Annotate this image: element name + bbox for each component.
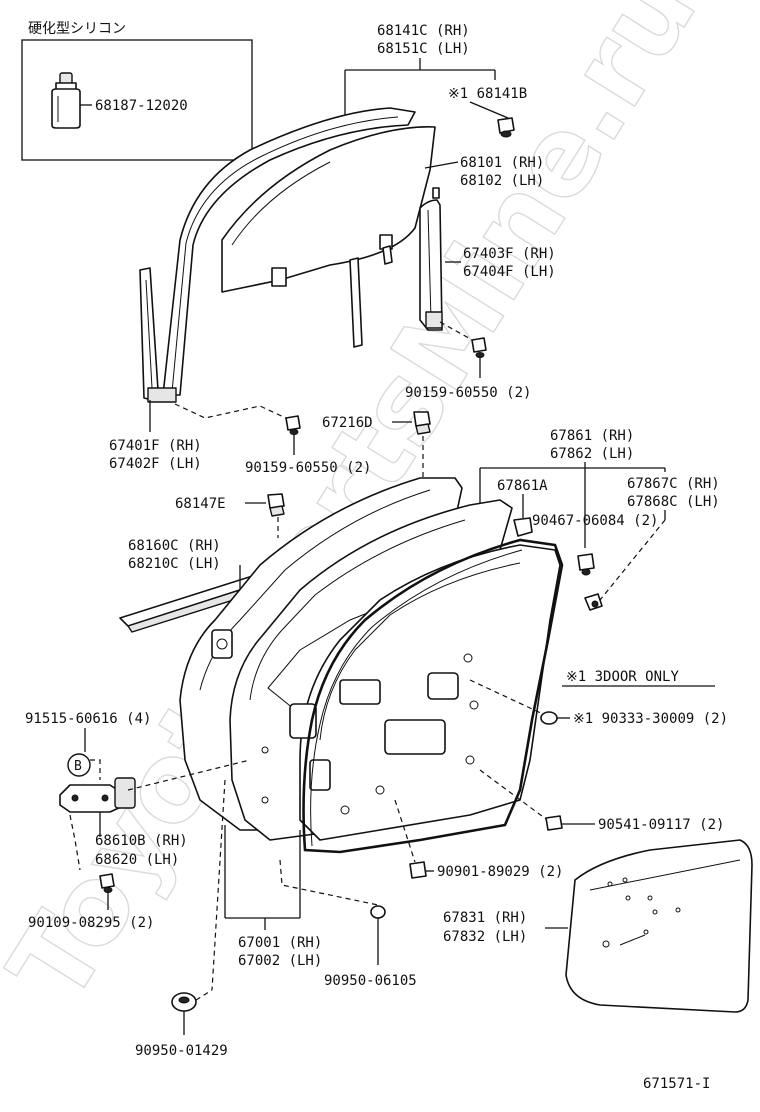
bolt-90159-rear: 90159-60550 (2) [405, 321, 531, 401]
sealant-bottle-icon [51, 72, 81, 129]
label-68151C-lh: 68151C (LH) [377, 41, 470, 57]
label-68102-lh: 68102 (LH) [460, 173, 544, 189]
label-90541-09117: 90541-09117 (2) [598, 817, 724, 833]
label-68610B-rh: 68610B (RH) [95, 833, 188, 849]
label-67862-lh: 67862 (LH) [550, 446, 634, 462]
note-3door-only: ※1 3DOOR ONLY [562, 669, 715, 687]
sealant-title: 硬化型シリコン [28, 21, 126, 37]
label-67861-rh: 67861 (RH) [550, 428, 634, 444]
label-68210C-lh: 68210C (LH) [128, 556, 221, 572]
bolt-90109: 90109-08295 (2) [28, 873, 154, 931]
callout-67401F: 67401F (RH) 67402F (LH) [109, 438, 202, 472]
clip-68147E: 68147E [175, 493, 285, 538]
bolt-90159-front: 90159-60550 (2) [174, 403, 371, 476]
door-weatherstrip [302, 538, 564, 854]
note-text: ※1 3DOOR ONLY [566, 669, 679, 685]
rear-run-channel [419, 187, 443, 331]
label-90950-06105: 90950-06105 [324, 973, 417, 989]
label-67404F-lh: 67404F (LH) [463, 264, 556, 280]
service-hole-cover: 67831 (RH) 67832 (LH) [443, 839, 753, 1013]
glass-run-channel [162, 107, 416, 396]
callout-67403F: 67403F (RH) 67404F (LH) [445, 246, 556, 280]
label-91515-60616: 91515-60616 (4) [25, 711, 151, 727]
label-90333-30009: ※1 90333-30009 (2) [573, 711, 728, 727]
sealant-box: 硬化型シリコン 68187-12020 [21, 21, 253, 161]
label-67216D: 67216D [322, 415, 373, 431]
label-67002-lh: 67002 (LH) [238, 953, 322, 969]
label-90467-06084: 90467-06084 (2) [532, 513, 658, 529]
label-68160C-rh: 68160C (RH) [128, 538, 221, 554]
callout-67867C: 67867C (RH) 67868C (LH) [584, 476, 720, 611]
door-glass [221, 126, 436, 293]
callout-67861A: 67861A [497, 478, 548, 537]
label-90159-60550-rear: 90159-60550 (2) [405, 385, 531, 401]
plug-90333: ※1 90333-30009 (2) [469, 679, 728, 727]
label-67001-rh: 67001 (RH) [238, 935, 322, 951]
label-90159-60550-front: 90159-60550 (2) [245, 460, 371, 476]
label-67861A: 67861A [497, 478, 548, 494]
label-90901-89029: 90901-89029 (2) [437, 864, 563, 880]
label-67831-rh: 67831 (RH) [443, 910, 527, 926]
label-90109-08295: 90109-08295 (2) [28, 915, 154, 931]
callout-90467: 90467-06084 (2) [532, 513, 658, 576]
label-68141B: ※1 68141B [448, 86, 527, 102]
front-lower-run [139, 267, 177, 432]
callout-68101: 68101 (RH) 68102 (LH) [424, 155, 544, 189]
label-68141C-rh: 68141C (RH) [377, 23, 470, 39]
hinge-callout-91515: 91515-60616 (4) B [25, 711, 151, 780]
label-68620-lh: 68620 (LH) [95, 852, 179, 868]
figure-id: 671571-I [643, 1076, 710, 1092]
door-hinge: 68610B (RH) 68620 (LH) [59, 759, 251, 871]
clip-68141B: ※1 68141B [448, 86, 527, 138]
label-68147E: 68147E [175, 496, 226, 512]
callout-67861: 67861 (RH) 67862 (LH) [479, 428, 666, 548]
callout-67001: 67001 (RH) 67002 (LH) [224, 825, 322, 969]
callout-68141C: 68141C (RH) 68151C (LH) [344, 23, 496, 115]
circle-label-B: B [74, 759, 82, 774]
label-67867C-rh: 67867C (RH) [627, 476, 720, 492]
label-67402F-lh: 67402F (LH) [109, 456, 202, 472]
label-68101-rh: 68101 (RH) [460, 155, 544, 171]
label-67403F-rh: 67403F (RH) [463, 246, 556, 262]
label-67868C-lh: 67868C (LH) [627, 494, 720, 510]
label-90950-01429: 90950-01429 [135, 1043, 228, 1059]
division-bar [349, 245, 393, 348]
plug-90950-06105: 90950-06105 [279, 859, 417, 989]
clip-67216D: 67216D [322, 411, 431, 478]
grommet-90950-01429: 90950-01429 [135, 779, 228, 1059]
label-67401F-rh: 67401F (RH) [109, 438, 202, 454]
bolt-90541: 90541-09117 (2) [479, 769, 724, 833]
clip-90901: 90901-89029 (2) [394, 799, 563, 880]
label-68187-12020: 68187-12020 [95, 98, 188, 114]
label-67832-lh: 67832 (LH) [443, 929, 527, 945]
